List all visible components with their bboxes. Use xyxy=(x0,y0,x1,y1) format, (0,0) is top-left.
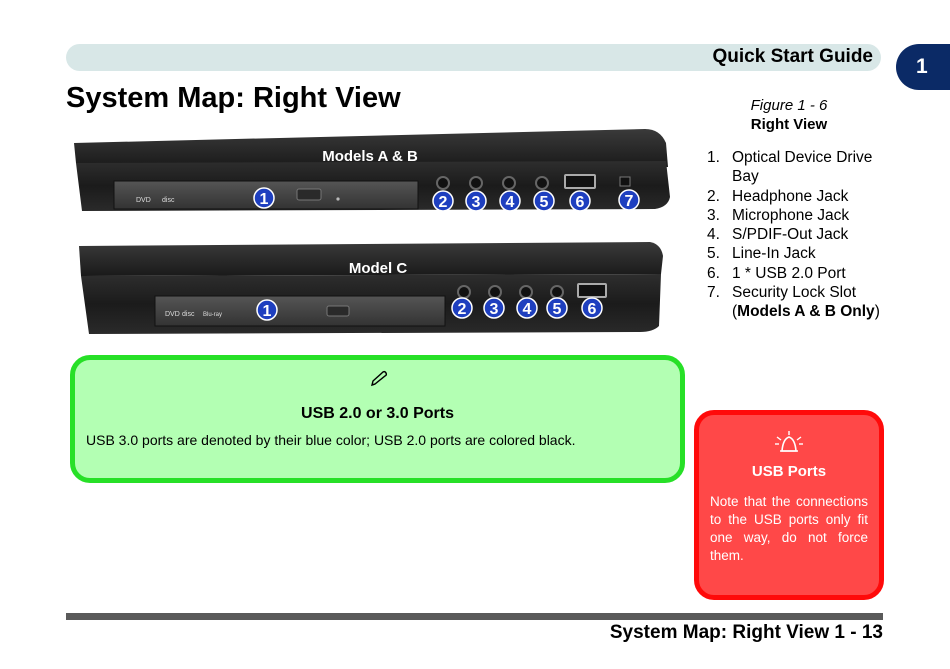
legend-text: 1 * USB 2.0 Port xyxy=(732,264,846,282)
callout-badge-3: 3 xyxy=(483,297,505,319)
svg-text:2: 2 xyxy=(458,301,467,318)
pencil-icon xyxy=(369,370,389,393)
note-box: USB 2.0 or 3.0 Ports USB 3.0 ports are d… xyxy=(70,355,685,483)
callout-badge-7: 7 xyxy=(618,189,640,211)
footer-page-label: System Map: Right View 1 - 13 xyxy=(609,622,883,643)
legend-number: 2. xyxy=(707,187,720,205)
svg-text:1: 1 xyxy=(260,191,269,208)
callout-badge-6: 6 xyxy=(569,190,591,212)
header-bar: Quick Start Guide xyxy=(66,44,881,71)
callout-badge-2: 2 xyxy=(451,297,473,319)
laptop-lid xyxy=(74,129,668,167)
legend-number: 1. xyxy=(707,149,720,166)
legend-text: Security Lock Slot ( xyxy=(732,284,857,321)
svg-text:5: 5 xyxy=(553,301,562,318)
alarm-bell-icon xyxy=(773,429,805,462)
warning-title: USB Ports xyxy=(751,463,827,480)
figure-name: Right View xyxy=(750,116,828,133)
legend-text: S/PDIF-Out Jack xyxy=(732,226,849,244)
figure-label: Figure 1 - 6 xyxy=(750,97,828,114)
note-body: USB 3.0 ports are denoted by their blue … xyxy=(86,432,576,448)
figure-caption: Figure 1 - 6 Right View xyxy=(730,97,848,133)
usb-port xyxy=(577,283,607,298)
legend-number: 6. xyxy=(707,264,720,282)
legend-text: Line-In Jack xyxy=(732,245,816,263)
callout-badge-4: 4 xyxy=(499,190,521,212)
audio-jack xyxy=(550,285,564,299)
legend-text: Optical Device Drive Bay xyxy=(732,149,873,186)
audio-jack xyxy=(469,176,483,190)
laptop-models-ab-illustration: DVD disc Models A & B 1 2 3 4 5 6 7 xyxy=(74,129,670,212)
callout-badge-4: 4 xyxy=(516,297,538,319)
legend-number: 4. xyxy=(707,226,720,244)
svg-text:6: 6 xyxy=(588,301,597,318)
page-title: System Map: Right View xyxy=(66,82,401,114)
laptop-lid xyxy=(79,242,663,276)
callout-badge-1: 1 xyxy=(256,299,278,321)
legend-item: 4. S/PDIF-Out Jack xyxy=(707,225,882,244)
legend-item: 5. Line-In Jack xyxy=(707,244,882,263)
legend-item: 6. 1 * USB 2.0 Port xyxy=(707,264,882,283)
callout-badge-2: 2 xyxy=(432,190,454,212)
legend-item: 1. Optical Device Drive Bay xyxy=(707,148,882,187)
svg-text:6: 6 xyxy=(576,194,585,211)
legend-number: 7. xyxy=(707,284,720,302)
legend-text: Headphone Jack xyxy=(732,187,849,205)
laptop-model-c-illustration: DVD disc Blu-ray Model C 1 2 3 4 5 6 xyxy=(79,242,663,334)
legend-item: 3. Microphone Jack xyxy=(707,206,882,225)
chapter-tab[interactable]: 1 xyxy=(896,44,950,90)
model-label: Model C xyxy=(349,260,407,277)
legend-text-after: ) xyxy=(874,303,880,321)
disc-logo-text: disc xyxy=(182,311,195,318)
callout-badge-6: 6 xyxy=(581,297,603,319)
audio-jack xyxy=(535,176,549,190)
svg-text:4: 4 xyxy=(523,301,532,318)
dvd-logo-text: DVD xyxy=(165,311,180,318)
svg-text:7: 7 xyxy=(625,193,634,210)
usb-port xyxy=(564,174,596,189)
legend-number: 5. xyxy=(707,245,720,263)
callout-badge-3: 3 xyxy=(465,190,487,212)
legend-list: 1. Optical Device Drive Bay 2. Headphone J… xyxy=(707,148,882,322)
optical-drive-tray xyxy=(154,295,446,327)
legend-number: 3. xyxy=(707,206,720,224)
callout-badge-1: 1 xyxy=(253,187,275,209)
svg-text:4: 4 xyxy=(506,194,515,211)
audio-jack xyxy=(457,285,471,299)
warning-box: USB Ports Note that the connections to t… xyxy=(694,410,884,600)
callout-badge-5: 5 xyxy=(533,190,555,212)
audio-jack xyxy=(502,176,516,190)
audio-jack xyxy=(436,176,450,190)
disc-logo-text: disc xyxy=(162,197,175,204)
bluray-logo-text: Blu-ray xyxy=(203,312,222,318)
eject-button xyxy=(296,188,322,201)
legend-text-bold: Models A & B Only xyxy=(737,303,875,321)
security-lock-slot xyxy=(619,176,631,187)
legend-item: 2. Headphone Jack xyxy=(707,187,882,206)
callout-badge-5: 5 xyxy=(546,297,568,319)
legend-text: Microphone Jack xyxy=(732,206,850,224)
eject-button xyxy=(326,305,350,317)
legend-item: 7. Security Lock Slot (Models A & B Only) xyxy=(707,283,882,322)
svg-text:2: 2 xyxy=(439,194,448,211)
drive-led xyxy=(336,197,340,201)
audio-jack xyxy=(488,285,502,299)
svg-text:3: 3 xyxy=(472,194,481,211)
model-label: Models A & B xyxy=(322,148,418,165)
svg-text:3: 3 xyxy=(490,301,499,318)
header-title: Quick Start Guide xyxy=(712,46,873,67)
note-title: USB 2.0 or 3.0 Ports xyxy=(301,405,454,422)
dvd-logo-text: DVD xyxy=(136,197,151,204)
svg-text:1: 1 xyxy=(263,303,272,320)
svg-text:5: 5 xyxy=(540,194,549,211)
audio-jack xyxy=(519,285,533,299)
warning-body: Note that the connections to the USB por… xyxy=(710,494,868,563)
footer-rule xyxy=(66,613,883,620)
